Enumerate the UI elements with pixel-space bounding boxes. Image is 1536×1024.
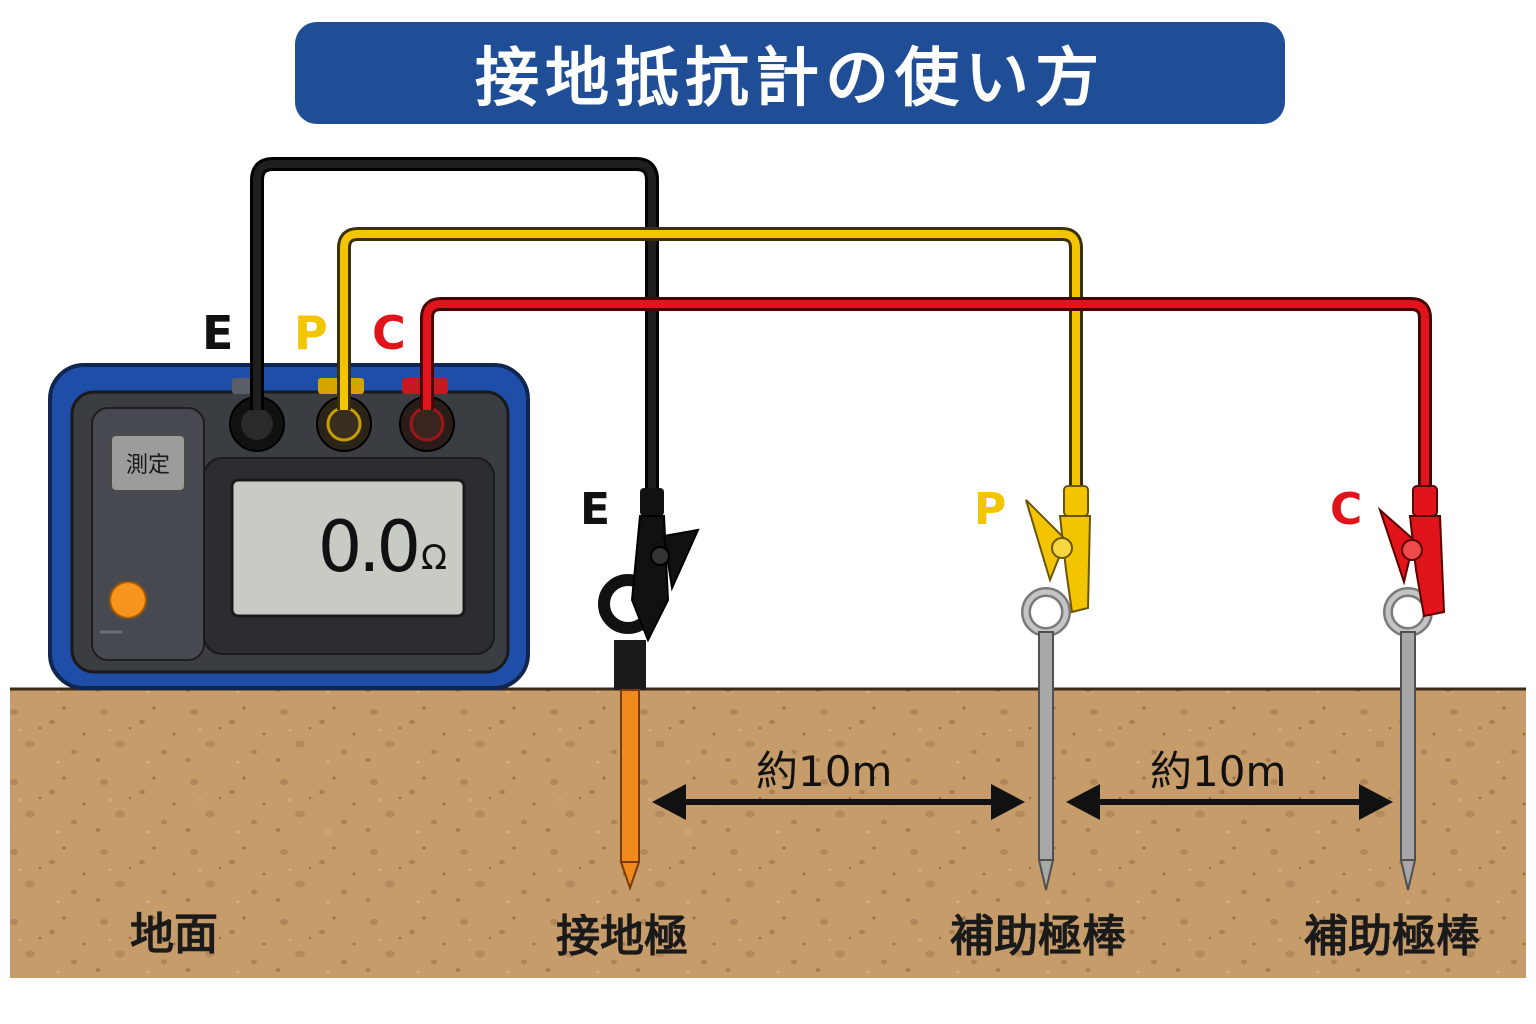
terminal-p-socket[interactable] [316,396,372,452]
aux-rod-p-label: 補助極棒 [950,911,1126,962]
page-title: 接地抵抗計の使い方 [295,22,1285,124]
ground-soil [10,688,1526,978]
clip-p-alligator[interactable] [1025,485,1092,614]
measure-button[interactable]: 測定 [110,434,186,492]
terminal-p-label: P [294,306,328,360]
distance-label-1: 約10m [756,747,893,796]
resistance-value: 0.0 [317,506,421,588]
clip-e-alligator[interactable] [630,488,700,643]
clip-p-label: P [974,484,1007,535]
lcd-display: 0.0 Ω [236,482,461,612]
lead-e-wire-core [253,160,656,490]
clip-c-alligator[interactable] [1377,485,1446,618]
earth-electrode-label: 接地極 [556,911,688,962]
distance-arrow-1 [652,784,1025,820]
lead-c-wire [420,297,1432,492]
aux-rod-c-label: 補助極棒 [1304,911,1480,962]
ground-label: 地面 [130,909,218,960]
power-button[interactable] [109,581,147,619]
terminal-c-label: C [372,306,406,360]
lead-c-wire-core [423,300,1429,492]
earth-electrode-rod [598,574,658,892]
clip-e-label: E [580,484,611,535]
clip-c-label: C [1330,484,1363,535]
terminal-e-socket[interactable] [229,396,285,452]
lead-p-wire-core [340,230,1080,492]
aux-rod-c [1383,587,1433,891]
aux-rod-p [1021,587,1071,891]
distance-label-2: 約10m [1150,747,1287,796]
terminal-e-label: E [202,306,234,360]
distance-arrow-2 [1066,784,1393,820]
resistance-unit: Ω [421,538,447,578]
terminal-c-socket[interactable] [399,396,455,452]
